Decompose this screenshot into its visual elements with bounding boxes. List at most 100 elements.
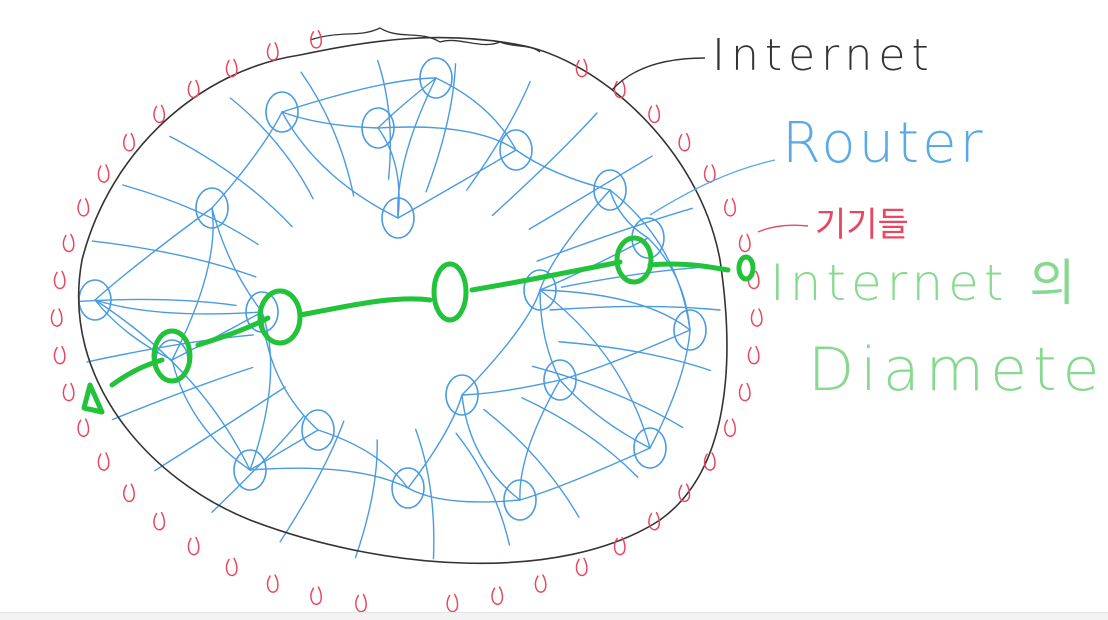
device-node (62, 233, 75, 253)
router-link (79, 298, 237, 307)
router-link (94, 207, 213, 301)
router-label: Router (782, 111, 986, 176)
diameter-end-node (736, 254, 756, 282)
device-node (153, 511, 166, 531)
device-node (187, 536, 200, 556)
router-node (633, 427, 667, 469)
router-link (519, 447, 651, 501)
router-link (154, 386, 286, 472)
diameter-label-line2: Diameter (808, 335, 1108, 405)
router-link (249, 467, 409, 489)
device-node (77, 418, 90, 437)
device-node (534, 574, 547, 593)
device-node (225, 58, 238, 78)
diameter-node (614, 235, 654, 285)
router-link (483, 408, 580, 518)
router-link (397, 77, 437, 219)
device-node (747, 345, 760, 365)
router-node (673, 309, 707, 351)
device-node (703, 452, 716, 471)
router-node (391, 467, 425, 509)
router-node (301, 409, 335, 451)
router-link (171, 207, 214, 361)
router-link (455, 432, 511, 546)
router-link (407, 487, 521, 503)
router-link (425, 63, 457, 193)
router-link (281, 111, 399, 219)
device-node (575, 58, 588, 78)
router-link (539, 289, 651, 449)
device-node (724, 198, 736, 217)
router-link (111, 366, 254, 421)
router-link (354, 439, 378, 559)
device-node (123, 132, 135, 152)
router-link (528, 155, 653, 230)
router-link (559, 329, 691, 381)
router-link (466, 80, 531, 191)
device-node (266, 42, 279, 61)
device-node (613, 536, 626, 556)
device-node (50, 308, 63, 327)
router-link (171, 359, 251, 471)
router-node (381, 197, 415, 239)
router-link (609, 189, 649, 239)
device-node (738, 233, 751, 253)
device-node (613, 79, 626, 99)
router-node (233, 449, 267, 491)
router-node (543, 359, 577, 401)
router-link (407, 394, 463, 489)
router-node (361, 107, 395, 149)
bottom-scroll-strip (0, 612, 1108, 620)
device-node (575, 557, 588, 577)
router-link (94, 299, 263, 315)
diameter-node (257, 288, 303, 346)
device-node (310, 30, 323, 49)
router-link (86, 334, 254, 363)
router-link (435, 77, 517, 151)
internet-boundary (77, 36, 728, 565)
router-link (491, 112, 598, 217)
internet-leader-line (611, 57, 706, 91)
device-node (355, 593, 367, 613)
diameter-path (109, 259, 731, 388)
router-link (377, 127, 400, 219)
diameter-start-node (81, 382, 105, 415)
router-leader-line (649, 159, 776, 216)
router-node (445, 374, 479, 416)
router-node (593, 169, 627, 211)
diameter-label-line1: Internet 의 (770, 254, 1080, 312)
device-node (648, 511, 661, 531)
router-link (94, 299, 173, 361)
router-link (211, 111, 283, 209)
router-link (649, 329, 691, 449)
device-node (153, 104, 166, 124)
device-node (123, 483, 135, 503)
device-node (310, 586, 323, 605)
router-link (647, 237, 691, 331)
device-leader-line (757, 224, 809, 233)
device-node (97, 164, 110, 183)
device-ring (50, 30, 763, 613)
device-node (446, 593, 459, 613)
router-link (229, 97, 314, 200)
device-node (225, 557, 238, 577)
router-link (91, 240, 257, 278)
device-node (724, 418, 736, 437)
device-node (491, 586, 504, 605)
router-node (419, 57, 453, 99)
router-link (281, 111, 379, 129)
router-link (549, 305, 721, 311)
router-node (265, 91, 299, 133)
router-link (558, 341, 712, 372)
device-node (266, 574, 279, 593)
device-node (678, 132, 691, 152)
router-link (377, 77, 437, 129)
device-label: 기기들 (815, 205, 909, 245)
router-link (559, 379, 651, 449)
device-node (703, 164, 716, 183)
router-link (397, 149, 517, 219)
router-node (503, 479, 537, 521)
diameter-node (151, 328, 193, 384)
router-link (539, 289, 691, 331)
